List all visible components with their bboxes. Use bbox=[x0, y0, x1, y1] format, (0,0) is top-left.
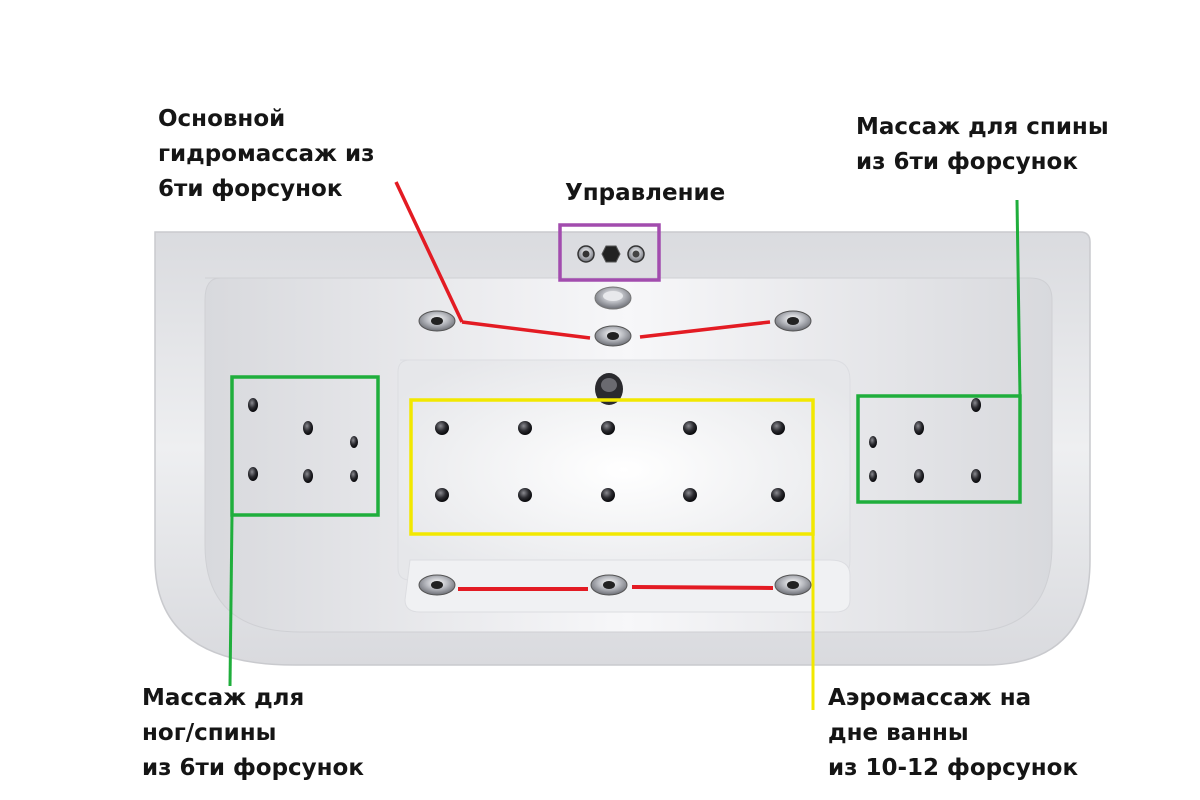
main-hydro-leader-lines bbox=[394, 181, 771, 340]
round-jet-icon bbox=[303, 421, 313, 435]
main-hydro-label: Основной гидромассаж из 6ти форсунок bbox=[158, 106, 375, 202]
control-buttons bbox=[577, 245, 645, 263]
round-jet-icon bbox=[971, 398, 981, 412]
round-jet-icon bbox=[869, 436, 877, 448]
air-nozzle-icon bbox=[594, 325, 632, 347]
round-jet-icon bbox=[601, 488, 615, 502]
round-jet-icon bbox=[518, 421, 532, 435]
aero-highlight-box bbox=[409, 398, 815, 536]
aero-label: Аэромассаж на дне ванны из 10-12 форсуно… bbox=[828, 685, 1079, 781]
air-nozzle-icon bbox=[418, 574, 456, 596]
back-massage-leader-line bbox=[1015, 199, 1022, 397]
bottom-hydro-leader-lines bbox=[458, 585, 774, 591]
hexagon-button-icon bbox=[601, 245, 621, 263]
round-jet-icon bbox=[771, 421, 785, 435]
leg-massage-highlight-box bbox=[230, 375, 380, 517]
control-highlight-box bbox=[558, 223, 661, 282]
round-jet-icon bbox=[350, 436, 358, 448]
round-jet-icon bbox=[914, 421, 924, 435]
round-jet-icon bbox=[435, 488, 449, 502]
air-nozzle-icon bbox=[774, 574, 812, 596]
round-jet-icon bbox=[914, 469, 924, 483]
round-jet-icon bbox=[683, 421, 697, 435]
round-jet-icon bbox=[869, 470, 877, 482]
round-jet-icon bbox=[303, 469, 313, 483]
leg-massage-label: Массаж для ног/спины из 6ти форсунок bbox=[142, 685, 364, 781]
round-jet-icon bbox=[601, 421, 615, 435]
round-jet-icon bbox=[683, 488, 697, 502]
round-jet-icon bbox=[971, 469, 981, 483]
aero-jets bbox=[435, 421, 785, 502]
bathtub-footwell bbox=[404, 559, 851, 613]
round-jet-icon bbox=[248, 467, 258, 481]
round-jet-icon bbox=[771, 488, 785, 502]
bottom-hydro-jets bbox=[418, 574, 812, 596]
bathtub-basin-floor bbox=[397, 359, 851, 581]
leg-massage-leader-line bbox=[228, 514, 234, 687]
round-jet-icon bbox=[435, 421, 449, 435]
drain-icon bbox=[595, 373, 623, 405]
overflow-icon bbox=[594, 286, 632, 310]
air-nozzle-icon bbox=[590, 574, 628, 596]
air-nozzle-icon bbox=[774, 310, 812, 332]
round-jet-icon bbox=[248, 398, 258, 412]
air-nozzle-icon bbox=[418, 310, 456, 332]
control-label: Управление bbox=[565, 180, 726, 206]
round-jet-icon bbox=[350, 470, 358, 482]
round-jet-icon bbox=[518, 488, 532, 502]
back-massage-highlight-box bbox=[856, 394, 1022, 504]
leg-massage-jets bbox=[248, 398, 358, 483]
main-hydro-jets bbox=[418, 310, 812, 347]
back-massage-label: Массаж для спины из 6ти форсунок bbox=[856, 114, 1109, 175]
back-massage-jets bbox=[869, 398, 981, 483]
